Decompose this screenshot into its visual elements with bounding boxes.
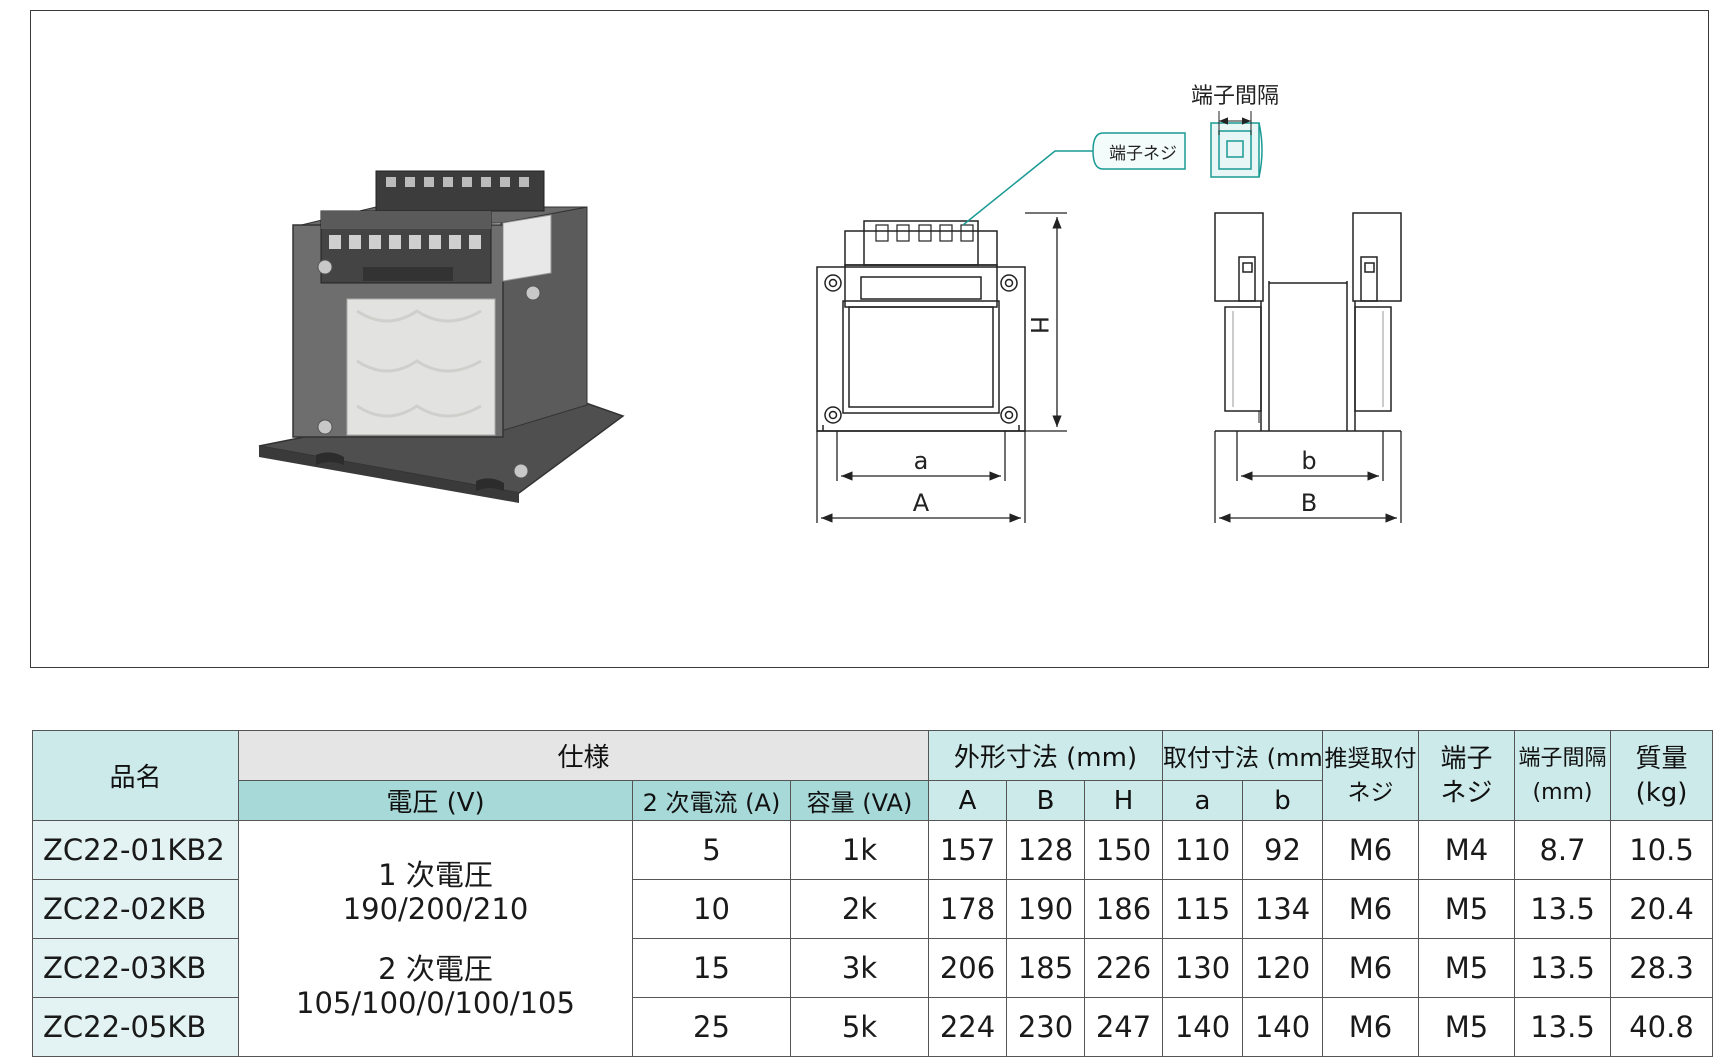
cell-mount-screw: M6 xyxy=(1322,820,1419,880)
figure-panel: a A H xyxy=(30,10,1709,668)
cell-dim-H: 150 xyxy=(1084,820,1163,880)
cell-terminal-screw: M5 xyxy=(1418,879,1515,939)
spec-table: 品名 仕様 外形寸法 (mm) 取付寸法 (mm) 推奨取付 ネジ 端子 ネジ … xyxy=(32,730,1713,1057)
front-view-dimensions xyxy=(816,212,1067,523)
cell-terminal-screw: M5 xyxy=(1418,938,1515,998)
cell-dim-b: 140 xyxy=(1242,997,1323,1057)
cell-dim-B: 128 xyxy=(1006,820,1085,880)
cell-dim-a: 140 xyxy=(1162,997,1243,1057)
header-dim-a: a xyxy=(1162,780,1243,821)
cell-dim-A: 178 xyxy=(928,879,1007,939)
cell-spacing: 13.5 xyxy=(1514,997,1611,1057)
header-dim-B: B xyxy=(1006,780,1085,821)
header-secondary-current: 2 次電流 (A) xyxy=(632,780,791,821)
cell-model: ZC22-03KB xyxy=(32,938,239,998)
secondary-voltage-values: 105/100/0/100/105 xyxy=(296,985,575,1020)
cell-dim-a: 110 xyxy=(1162,820,1243,880)
cell-dim-B: 185 xyxy=(1006,938,1085,998)
header-model: 品名 xyxy=(32,730,239,821)
secondary-voltage-label: 2 次電圧 xyxy=(378,951,493,986)
cell-current: 5 xyxy=(632,820,791,880)
header-dim-b: b xyxy=(1242,780,1323,821)
header-terminal-spacing-line2: (mm) xyxy=(1532,779,1593,805)
cell-dim-A: 224 xyxy=(928,997,1007,1057)
cell-voltage-spec: 1 次電圧 190/200/210 2 次電圧 105/100/0/100/10… xyxy=(238,820,633,1057)
cell-dim-A: 157 xyxy=(928,820,1007,880)
side-view-drawing xyxy=(1214,212,1402,432)
side-view-dimensions xyxy=(1214,431,1402,523)
cell-capacity: 2k xyxy=(790,879,929,939)
header-mount-dims: 取付寸法 (mm) xyxy=(1162,730,1323,781)
dim-label-a: a xyxy=(914,447,929,475)
cell-dim-A: 206 xyxy=(928,938,1007,998)
dim-label-B: B xyxy=(1301,489,1317,517)
header-recommended-screw-line2: ネジ xyxy=(1347,779,1394,806)
header-mass-line1: 質量 xyxy=(1635,743,1688,774)
cell-dim-H: 247 xyxy=(1084,997,1163,1057)
cell-mass: 10.5 xyxy=(1610,820,1713,880)
header-terminal-spacing: 端子間隔 (mm) xyxy=(1514,730,1611,821)
header-row-2: 電圧 (V) 2 次電流 (A) 容量 (VA) A B H a b xyxy=(33,780,1713,821)
table-row: ZC22-02KB 10 2k 178 190 186 115 134 M6 M… xyxy=(32,879,1713,939)
header-spec: 仕様 xyxy=(238,730,929,781)
table-row: ZC22-03KB 15 3k 206 185 226 130 120 M6 M… xyxy=(32,938,1713,998)
cell-mount-screw: M6 xyxy=(1322,997,1419,1057)
header-terminal-screw-line2: ネジ xyxy=(1440,777,1493,808)
cell-current: 10 xyxy=(632,879,791,939)
cell-dim-b: 134 xyxy=(1242,879,1323,939)
primary-voltage-values: 190/200/210 xyxy=(342,891,529,926)
terminal-detail-callout xyxy=(962,111,1263,226)
cell-spacing: 13.5 xyxy=(1514,879,1611,939)
dim-label-H: H xyxy=(1025,316,1053,334)
dim-label-b: b xyxy=(1301,447,1316,475)
header-mass-line2: (kg) xyxy=(1635,777,1688,808)
cell-capacity: 1k xyxy=(790,820,929,880)
header-terminal-screw: 端子 ネジ xyxy=(1418,730,1515,821)
header-voltage: 電圧 (V) xyxy=(238,780,633,821)
cell-capacity: 5k xyxy=(790,997,929,1057)
cell-dim-B: 190 xyxy=(1006,879,1085,939)
cell-dim-a: 130 xyxy=(1162,938,1243,998)
terminal-spacing-label: 端子間隔 xyxy=(1191,84,1279,109)
header-capacity: 容量 (VA) xyxy=(790,780,929,821)
cell-model: ZC22-01KB2 xyxy=(32,820,239,880)
cell-spacing: 8.7 xyxy=(1514,820,1611,880)
cell-spacing: 13.5 xyxy=(1514,938,1611,998)
cell-dim-b: 120 xyxy=(1242,938,1323,998)
header-dim-H: H xyxy=(1084,780,1163,821)
cell-mount-screw: M6 xyxy=(1322,938,1419,998)
cell-current: 25 xyxy=(632,997,791,1057)
cell-capacity: 3k xyxy=(790,938,929,998)
cell-dim-a: 115 xyxy=(1162,879,1243,939)
transformer-photo xyxy=(258,170,625,503)
cell-dim-H: 226 xyxy=(1084,938,1163,998)
header-row-1: 品名 仕様 外形寸法 (mm) 取付寸法 (mm) 推奨取付 ネジ 端子 ネジ … xyxy=(32,730,1713,821)
cell-dim-B: 230 xyxy=(1006,997,1085,1057)
header-terminal-spacing-line1: 端子間隔 xyxy=(1518,745,1607,771)
terminal-screw-label: 端子ネジ xyxy=(1109,144,1177,164)
header-mass: 質量 (kg) xyxy=(1610,730,1713,821)
cell-model: ZC22-05KB xyxy=(32,997,239,1057)
cell-dim-b: 92 xyxy=(1242,820,1323,880)
cell-current: 15 xyxy=(632,938,791,998)
header-recommended-screw: 推奨取付 ネジ xyxy=(1322,730,1419,821)
cell-dim-H: 186 xyxy=(1084,879,1163,939)
header-terminal-screw-line1: 端子 xyxy=(1440,743,1493,774)
cell-terminal-screw: M4 xyxy=(1418,820,1515,880)
table-row: ZC22-05KB 25 5k 224 230 247 140 140 M6 M… xyxy=(32,997,1713,1057)
table-row: ZC22-01KB2 1 次電圧 190/200/210 2 次電圧 105/1… xyxy=(32,820,1713,1057)
cell-mass: 20.4 xyxy=(1610,879,1713,939)
cell-mount-screw: M6 xyxy=(1322,879,1419,939)
figure-canvas: a A H xyxy=(258,84,1402,523)
cell-mass: 40.8 xyxy=(1610,997,1713,1057)
dim-label-A: A xyxy=(913,489,930,517)
cell-mass: 28.3 xyxy=(1610,938,1713,998)
header-outer-dims: 外形寸法 (mm) xyxy=(928,730,1163,781)
header-dim-A: A xyxy=(928,780,1007,821)
cell-model: ZC22-02KB xyxy=(32,879,239,939)
header-recommended-screw-line1: 推奨取付 xyxy=(1324,745,1417,772)
primary-voltage-label: 1 次電圧 xyxy=(378,857,493,892)
cell-terminal-screw: M5 xyxy=(1418,997,1515,1057)
front-view-drawing xyxy=(816,220,1026,432)
